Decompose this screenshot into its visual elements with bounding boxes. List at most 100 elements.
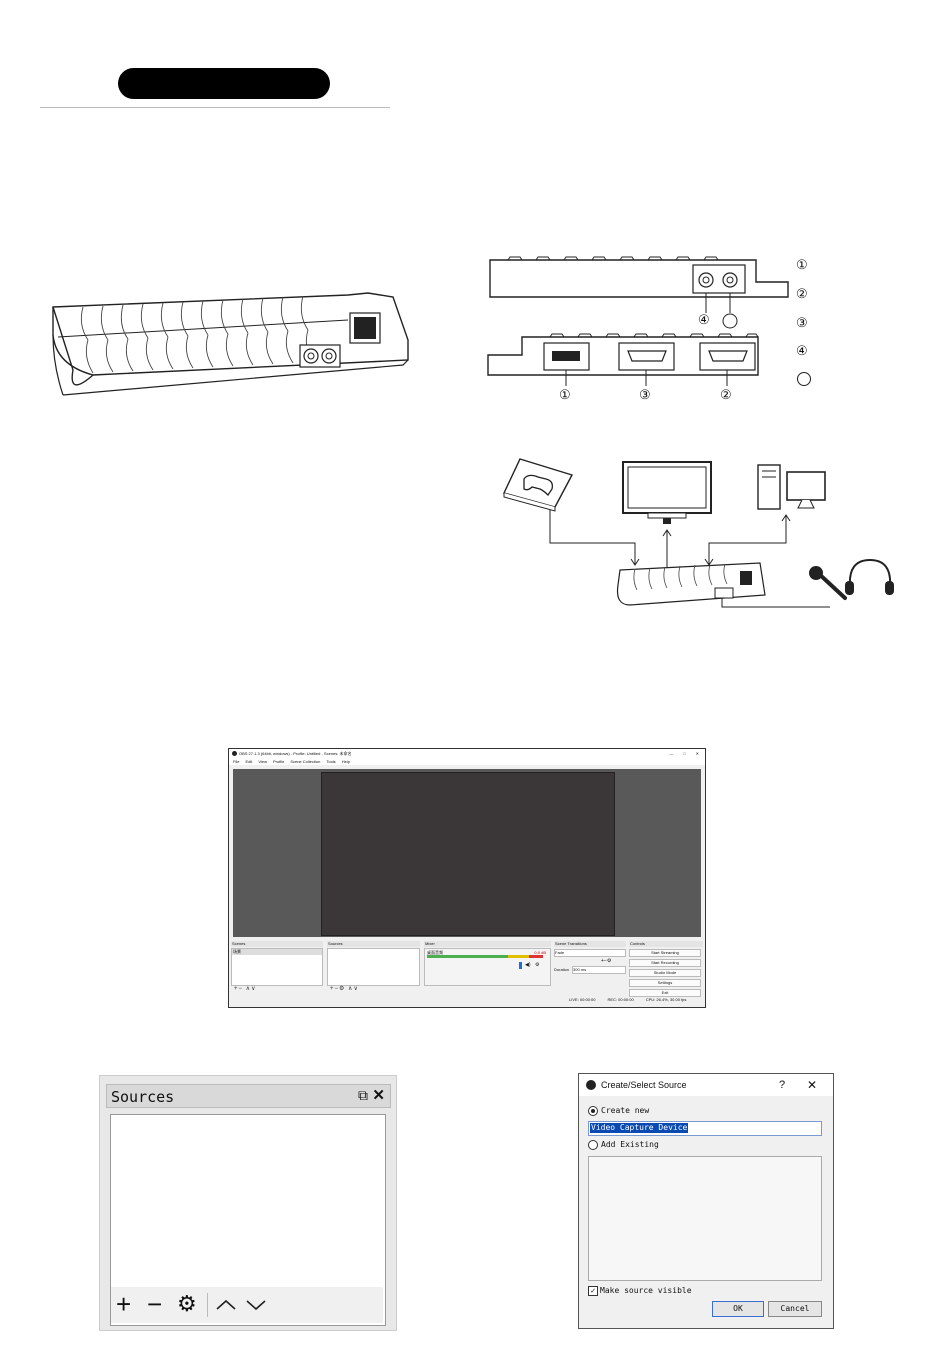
source-name-input[interactable]: Video Capture Device [588,1121,822,1136]
undock-icon[interactable]: ⧉ [358,1087,368,1103]
dialog-title: Create/Select Source [601,1080,687,1090]
make-visible-label: Make source visible [600,1286,692,1295]
scenes-dock-title: Scenes [231,941,323,947]
transitions-dock: Scene Transitions Fade +−⚙ Duration 300 … [554,941,626,997]
chevron-down-icon[interactable] [245,1299,267,1311]
sources-toolbar: + − ⚙ [111,1287,383,1323]
connection-diagram [503,458,894,608]
exit-button[interactable]: Exit [629,989,701,997]
transition-toolbar[interactable]: +−⚙ [601,958,612,964]
obs-window: OBS 27.1.3 (64bit, windows) - Profile: U… [228,748,706,1008]
sources-panel-header: Sources ⧉ ✕ [106,1084,391,1108]
pc-icon [757,464,826,510]
mixer-volume-slider[interactable] [519,962,522,969]
sources-panel-title: Sources [111,1088,175,1106]
scene-item[interactable]: 场景 [232,949,322,955]
port-label-top: ④ [698,312,710,327]
obs-titlebar: OBS 27.1.3 (64bit, windows) - Profile: U… [229,749,705,758]
create-new-radio[interactable] [588,1106,598,1116]
help-button[interactable]: ? [779,1079,786,1091]
obs-title: OBS 27.1.3 (64bit, windows) - Profile: U… [239,750,352,756]
menu-edit[interactable]: Edit [245,759,253,764]
obs-logo-icon [586,1080,596,1090]
mixer-panel: 桌面音频 0.0 dB ◀) ⚙ [424,948,551,986]
dialog-titlebar: Create/Select Source ? ✕ [579,1074,833,1096]
section-divider [40,107,390,108]
minimize-button[interactable]: — [669,751,674,756]
game-console-icon [503,458,574,512]
create-new-label: Create new [601,1106,650,1115]
port-label-hdmi-in: ② [720,387,732,402]
obs-menubar: File Edit View Profile Scene Collection … [229,758,705,765]
sources-dock: Sources +−⚙ ∧∨ [327,941,420,997]
gear-icon[interactable]: ⚙ [177,1291,197,1316]
obs-statusbar: LIVE: 00:00:00 REC: 00:00:00 CPU: 26.4%,… [569,997,686,1002]
speaker-icon[interactable]: ◀) [525,962,531,968]
plus-icon[interactable]: + [116,1289,132,1319]
controls-dock: Controls Start Streaming Start Recording… [629,941,703,997]
obs-docks: Scenes 场景 +− ∧∨ Sources +−⚙ ∧∨ Mixer 桌面音… [231,941,703,1005]
small-device-icon [616,562,766,606]
port-label-hdmi-out: ③ [639,387,651,402]
studio-mode-button[interactable]: Studio Mode [629,969,701,977]
transition-select[interactable]: Fade [554,949,626,957]
legend-number-2: ② [796,286,808,301]
menu-file[interactable]: File [233,759,240,764]
dialog-close-button[interactable]: ✕ [807,1078,818,1092]
chevron-up-icon[interactable] [215,1299,237,1311]
add-existing-radio[interactable] [588,1140,598,1150]
scenes-list[interactable]: 场景 [231,948,323,986]
cancel-button[interactable]: Cancel [768,1301,822,1317]
scenes-toolbar[interactable]: +− ∧∨ [234,986,257,992]
mixer-level: 0.0 dB [534,950,546,955]
source-name-value: Video Capture Device [590,1123,689,1133]
maximize-button[interactable]: □ [683,751,686,756]
controls-dock-title: Controls [629,941,703,947]
headphones-icon [845,558,894,595]
mixer-dock-title: Mixer [424,941,551,947]
close-button[interactable]: ✕ [695,751,699,756]
mixer-channel-name: 桌面音频 [427,950,443,955]
microphone-icon [809,566,847,600]
menu-scene-collection[interactable]: Scene Collection [290,759,321,764]
legend-number-4: ④ [796,343,808,358]
section-title-pill [118,68,330,99]
duration-label: Duration [554,967,570,972]
make-visible-checkbox[interactable]: ✓ [588,1286,598,1296]
duration-input[interactable]: 300 ms [572,966,626,974]
port-label-usb: ① [559,387,571,402]
close-icon[interactable]: ✕ [372,1087,385,1104]
menu-help[interactable]: Help [341,759,350,764]
start-streaming-button[interactable]: Start Streaming [629,949,701,957]
existing-sources-list[interactable] [588,1156,822,1281]
device-front-view-diagram [487,333,759,386]
toolbar-separator [207,1293,208,1317]
mixer-dock: Mixer 桌面音频 0.0 dB ◀) ⚙ [424,941,551,997]
minus-icon[interactable]: − [147,1289,163,1319]
menu-view[interactable]: View [258,759,267,764]
sources-list[interactable]: + − ⚙ [110,1114,386,1326]
menu-tools[interactable]: Tools [326,759,336,764]
monitor-icon [622,461,712,524]
transition-select-value: Fade [555,950,565,955]
mixer-gear-icon[interactable]: ⚙ [535,962,540,968]
create-select-source-dialog: Create/Select Source ? ✕ Create new Vide… [578,1073,834,1329]
sources-dock-list[interactable] [327,948,420,986]
sources-panel: Sources ⧉ ✕ + − ⚙ [99,1075,397,1331]
start-recording-button[interactable]: Start Recording [629,959,701,967]
status-rec: REC: 00:00:00 [607,997,634,1002]
device-top-view-diagram [489,256,789,329]
settings-button[interactable]: Settings [629,979,701,987]
scenes-dock: Scenes 场景 +− ∧∨ [231,941,323,997]
add-existing-label: Add Existing [601,1140,659,1149]
ok-button[interactable]: OK [712,1301,764,1317]
duration-value: 300 ms [573,967,587,972]
obs-canvas[interactable] [321,772,615,936]
menu-profile[interactable]: Profile [272,759,285,764]
sources-dock-toolbar[interactable]: +−⚙ ∧∨ [330,986,359,992]
legend-number-3: ③ [796,315,808,330]
obs-preview[interactable] [233,769,701,937]
obs-logo-icon [232,751,237,756]
transitions-dock-title: Scene Transitions [554,941,626,947]
mixer-meter [427,955,543,958]
